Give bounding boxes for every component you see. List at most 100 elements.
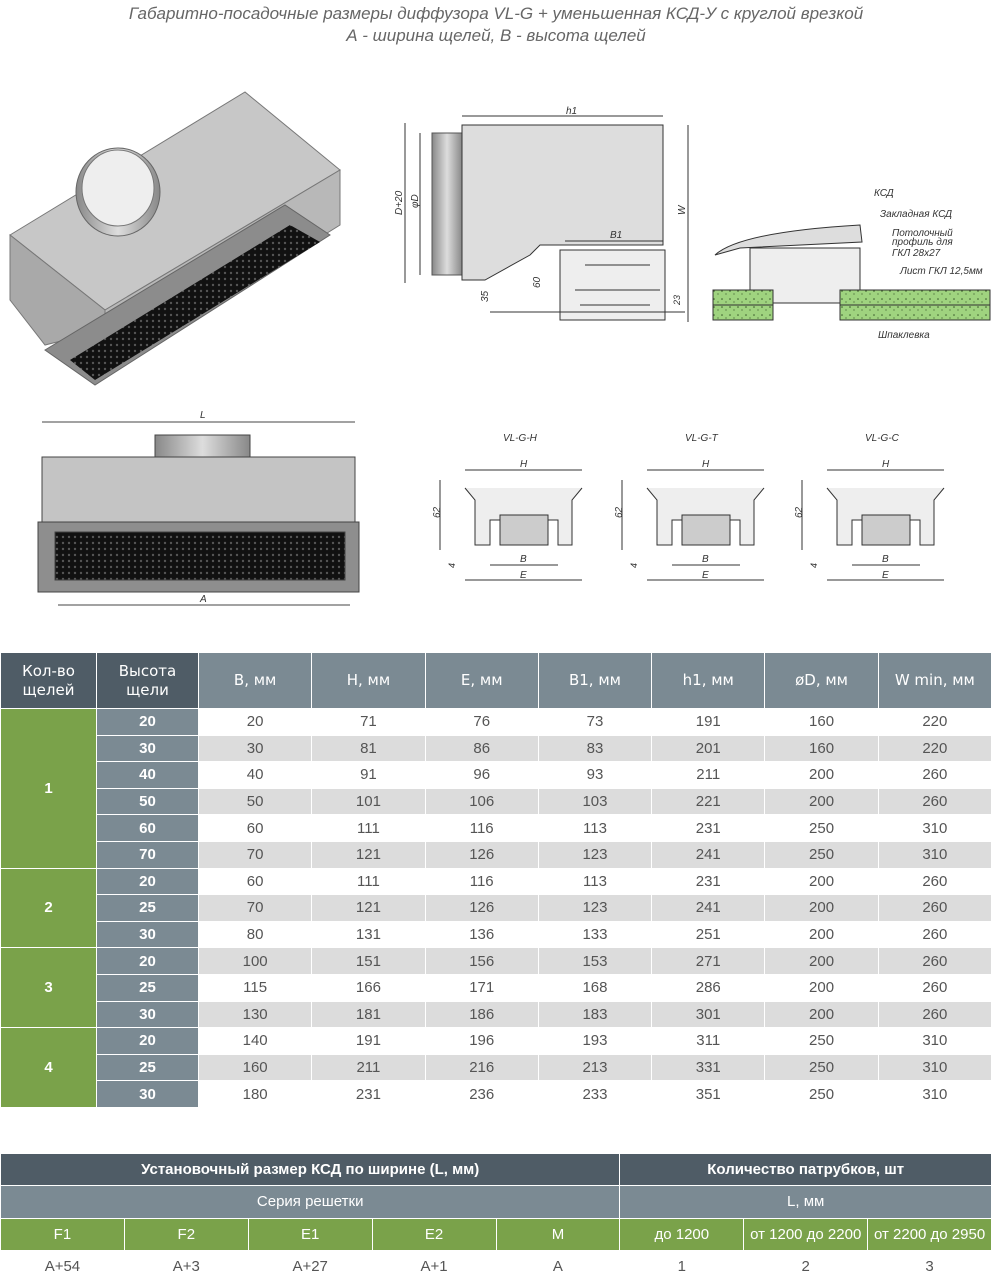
dim-h: H (520, 459, 528, 470)
value-cell: 260 (877, 867, 992, 896)
value-cell: 200 (764, 1000, 879, 1029)
profile-vl-g-t: VL-G-T H 62 4 B E (614, 433, 765, 581)
value-cell: 121 (311, 840, 426, 869)
value-cell: 160 (197, 1053, 313, 1082)
ksd-right-title: Количество патрубков, шт (619, 1152, 992, 1187)
range-header: до 1200 (619, 1217, 745, 1251)
value-cell: 130 (197, 1000, 313, 1029)
value-cell: 93 (537, 761, 653, 789)
value-cell: 251 (651, 920, 766, 949)
value-cell: 136 (424, 920, 539, 949)
value-cell: 73 (537, 708, 653, 736)
dim-b1: B1 (610, 230, 622, 241)
value-cell: 160 (764, 708, 879, 736)
value-cell: 250 (764, 840, 879, 869)
value-cell: 241 (651, 840, 766, 869)
value-cell: 200 (764, 894, 879, 922)
label-shpaklevka: Шпаклевка (878, 330, 930, 341)
column-header: Высота щели (96, 652, 199, 709)
range-header: от 1200 до 2200 (743, 1217, 869, 1251)
value-cell: 201 (651, 734, 766, 763)
value-cell: 231 (651, 814, 766, 842)
series-value: A+3 (123, 1249, 249, 1284)
value-cell: 191 (651, 708, 766, 736)
slot-height-cell: 30 (96, 1080, 199, 1108)
value-cell: 196 (424, 1027, 539, 1055)
dim-b: B (702, 554, 709, 565)
value-cell: 101 (311, 787, 426, 816)
label-profile-3: ГКЛ 28х27 (892, 248, 941, 259)
value-cell: 200 (764, 973, 879, 1002)
value-cell: 310 (877, 840, 992, 869)
value-cell: 250 (764, 1027, 879, 1055)
slot-height-cell: 60 (96, 814, 199, 842)
dim-62: 62 (794, 506, 805, 518)
value-cell: 250 (764, 1053, 879, 1082)
series-header: F1 (0, 1217, 125, 1251)
value-cell: 168 (537, 973, 653, 1002)
ksd-left-sub: Серия решетки (0, 1185, 621, 1219)
value-cell: 76 (424, 708, 539, 736)
range-value: 2 (743, 1249, 869, 1284)
slot-count-cell: 3 (0, 947, 97, 1029)
dim-60: 60 (532, 276, 543, 288)
value-cell: 70 (197, 894, 313, 922)
range-value: 3 (867, 1249, 992, 1284)
value-cell: 30 (197, 734, 313, 763)
value-cell: 91 (311, 761, 426, 789)
series-value: A+1 (371, 1249, 497, 1284)
value-cell: 250 (764, 1080, 879, 1108)
value-cell: 116 (424, 867, 539, 896)
value-cell: 260 (877, 1000, 992, 1029)
column-header: E, мм (424, 652, 539, 709)
ksd-right-sub: L, мм (619, 1185, 992, 1219)
column-header: h1, мм (651, 652, 766, 709)
slot-height-cell: 40 (96, 761, 199, 789)
value-cell: 133 (537, 920, 653, 949)
series-value: A (495, 1249, 621, 1284)
value-cell: 241 (651, 894, 766, 922)
value-cell: 200 (764, 867, 879, 896)
value-cell: 236 (424, 1080, 539, 1108)
value-cell: 260 (877, 787, 992, 816)
dim-62: 62 (614, 506, 625, 518)
label-profile-2: профиль для (892, 236, 953, 248)
value-cell: 180 (197, 1080, 313, 1108)
value-cell: 271 (651, 947, 766, 975)
label-profile-1: Потолочный (892, 228, 953, 239)
value-cell: 200 (764, 947, 879, 975)
slot-height-cell: 25 (96, 973, 199, 1002)
value-cell: 106 (424, 787, 539, 816)
value-cell: 123 (537, 840, 653, 869)
value-cell: 96 (424, 761, 539, 789)
slot-height-cell: 25 (96, 894, 199, 922)
value-cell: 310 (877, 1027, 992, 1055)
value-cell: 113 (537, 814, 653, 842)
value-cell: 20 (197, 708, 313, 736)
series-header: E1 (247, 1217, 373, 1251)
value-cell: 71 (311, 708, 426, 736)
column-header: Кол-во щелей (0, 652, 97, 709)
profile-vl-g-c: VL-G-C H 62 4 B E (794, 433, 945, 581)
value-cell: 213 (537, 1053, 653, 1082)
value-cell: 156 (424, 947, 539, 975)
column-header: B, мм (197, 652, 313, 709)
profile-vl-g-h: VL-G-H H 62 4 B E (432, 433, 583, 581)
dim-4: 4 (809, 563, 819, 568)
value-cell: 231 (651, 867, 766, 896)
dim-a: A (199, 594, 207, 605)
value-cell: 200 (764, 787, 879, 816)
value-cell: 60 (197, 867, 313, 896)
dim-e: E (702, 570, 709, 581)
value-cell: 260 (877, 947, 992, 975)
